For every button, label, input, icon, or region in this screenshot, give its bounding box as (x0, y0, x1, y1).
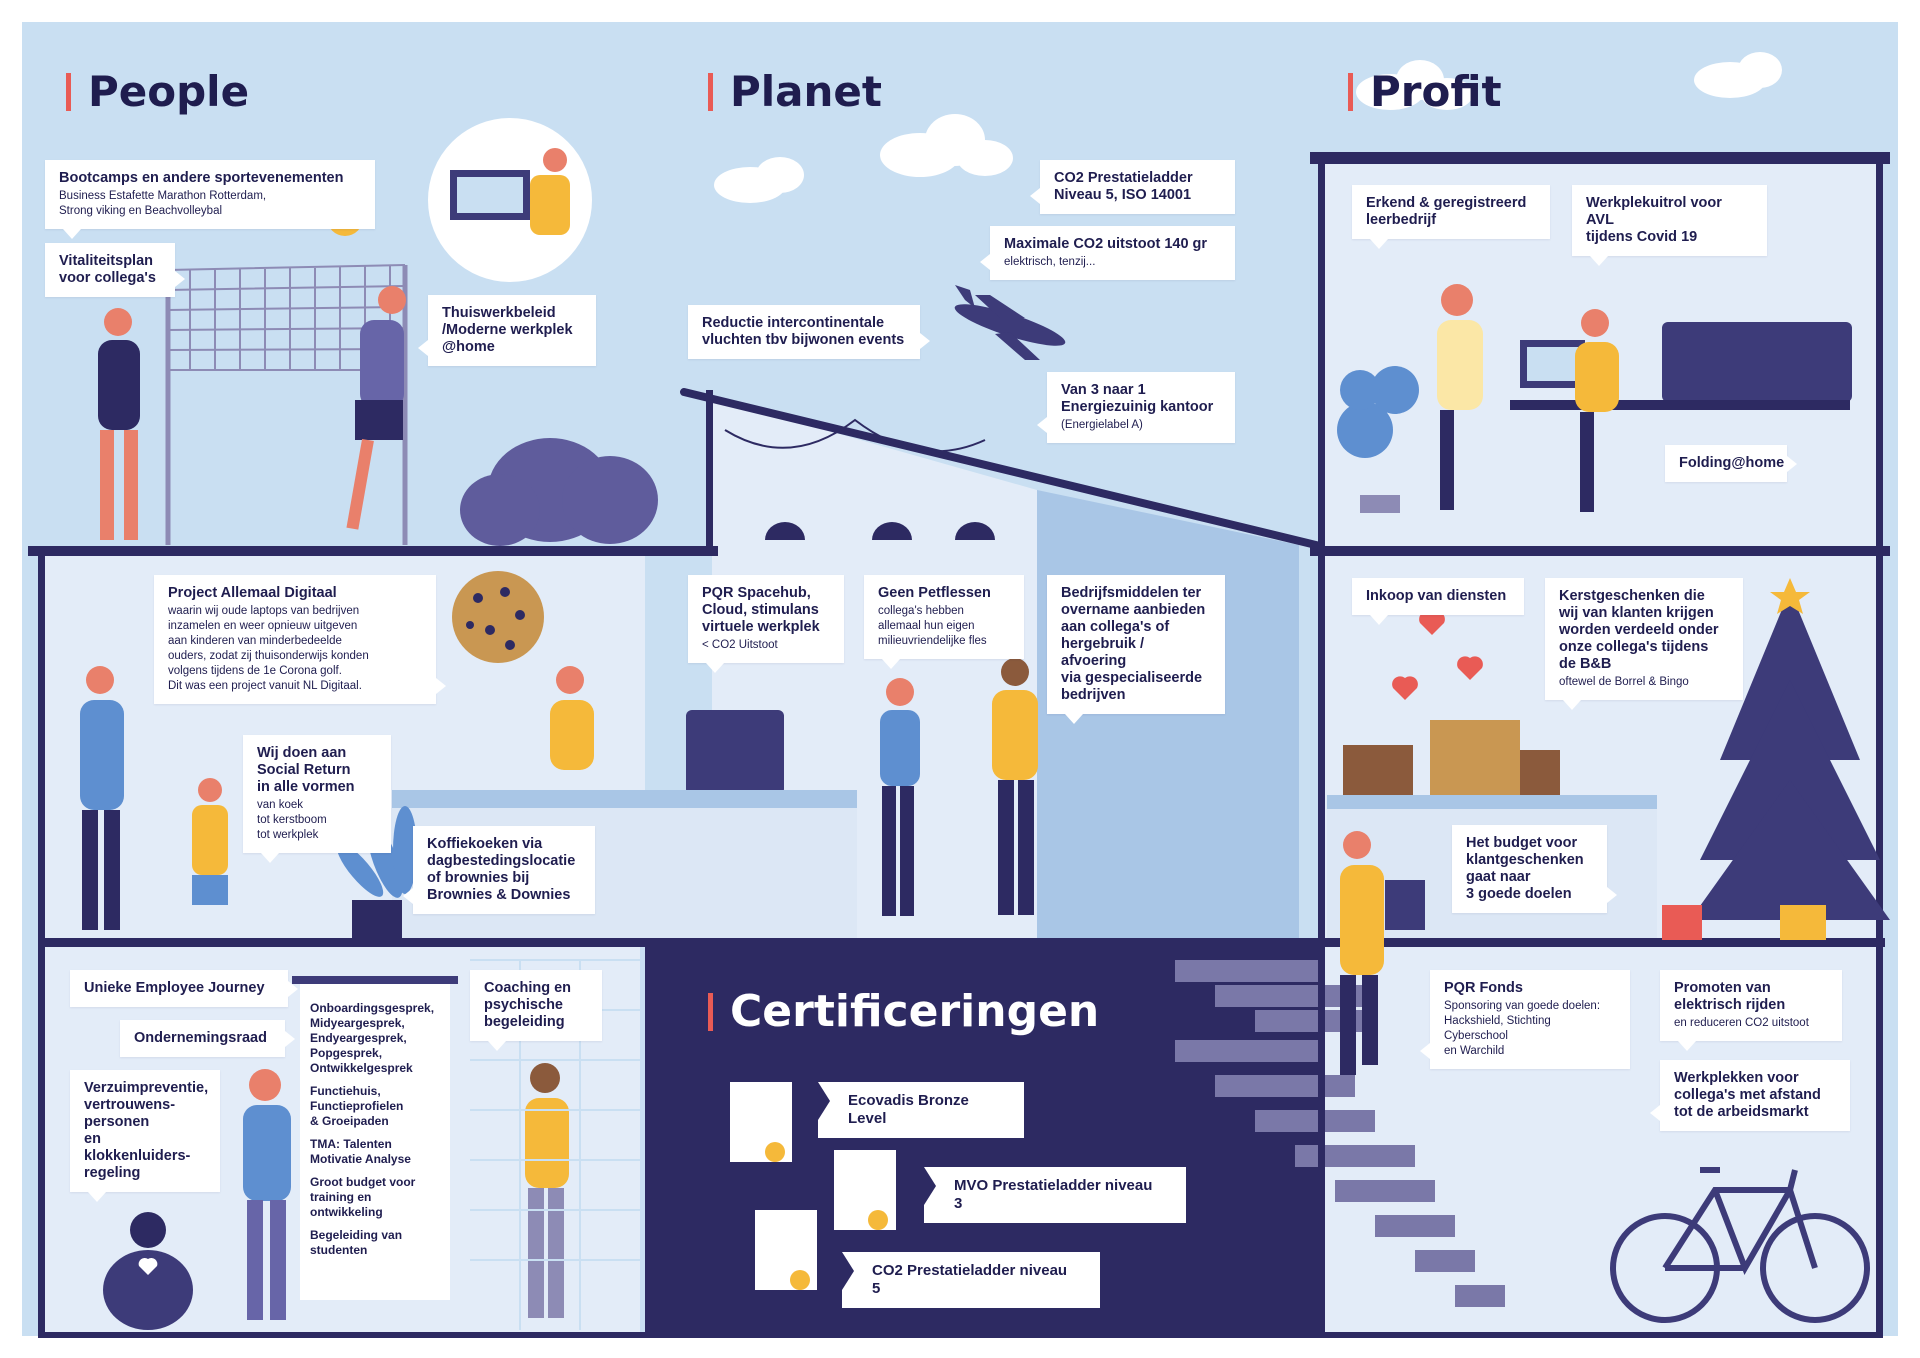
card-pqr-fonds: PQR Fonds Sponsoring van goede doelen: H… (1420, 970, 1630, 1069)
card-detail: Sponsoring van goede doelen: Hackshield,… (1444, 1000, 1601, 1057)
card-folding-home: Folding@home (1665, 445, 1797, 482)
airplane-icon (954, 285, 1066, 360)
card-inkoop-diensten: Inkoop van diensten (1352, 578, 1524, 625)
card-title: Vitaliteitsplan voor collega's (59, 253, 156, 286)
card-allemaal-digitaal: Project Allemaal Digitaal waarin wij oud… (154, 575, 446, 704)
card-maximale-co2: Maximale CO2 uitstoot 140 gr elektrisch,… (980, 226, 1235, 280)
card-title: Reductie intercontinentale vluchten tbv … (702, 315, 905, 348)
card-title: Werkplekuitrol voor AVL tijdens Covid 19 (1586, 195, 1722, 245)
certificate-icon (730, 1082, 896, 1290)
card-werkplekken-arbeidsmarkt: Werkplekken voor collega's met afstand t… (1650, 1060, 1850, 1131)
card-title: PQR Fonds (1444, 980, 1523, 996)
cert-mvo-prestatieladder: MVO Prestatieladder niveau 3 (924, 1167, 1186, 1223)
christmas-tree-icon (1690, 578, 1890, 920)
card-energiezuinig: Van 3 naar 1 Energiezuinig kantoor (Ener… (1037, 372, 1235, 443)
card-title: Maximale CO2 uitstoot 140 gr (1004, 236, 1208, 252)
card-bootcamps: Bootcamps en andere sportevenementen Bus… (45, 160, 375, 239)
card-title: Promoten van elektrisch rijden (1674, 980, 1786, 1013)
card-thuiswerkbeleid: Thuiswerkbeleid /Moderne werkplek @home (418, 295, 596, 366)
card-title: CO2 Prestatieladder Niveau 5, ISO 14001 (1054, 170, 1193, 203)
cookie-icon (452, 571, 544, 663)
card-title: PQR Spacehub, Cloud, stimulans virtuele … (702, 585, 820, 635)
card-title: Koffiekoeken via dagbestedingslocatie of… (427, 836, 576, 903)
card-reductie-vluchten: Reductie intercontinentale vluchten tbv … (688, 305, 930, 359)
card-title: Inkoop van diensten (1366, 588, 1507, 604)
card-title: Bedrijfsmiddelen ter overname aanbieden … (1061, 585, 1206, 703)
card-elektrisch-rijden: Promoten van elektrisch rijden en reduce… (1660, 970, 1842, 1051)
whiteboard-item: Onboardingsgesprek, Midyeargesprek, Endy… (310, 1001, 435, 1075)
card-title: Het budget voor klantgeschenken gaat naa… (1466, 835, 1584, 902)
card-ondernemingsraad: Ondernemingsraad (120, 1020, 295, 1057)
card-spacehub: PQR Spacehub, Cloud, stimulans virtuele … (688, 575, 844, 673)
card-detail: oftewel de Borrel & Bingo (1559, 676, 1689, 688)
card-title: Verzuimpreventie, vertrouwens- personen … (84, 1080, 209, 1181)
whiteboard-item: Functiehuis, Functieprofielen & Groeipad… (310, 1084, 404, 1128)
card-social-return: Wij doen aan Social Return in alle vorme… (243, 735, 391, 863)
cert-ecovadis: Ecovadis Bronze Level (818, 1082, 1024, 1138)
heart-icon (1392, 611, 1483, 700)
card-title: Ondernemingsraad (134, 1030, 267, 1046)
whiteboard-item: Begeleiding van studenten (310, 1228, 403, 1257)
heading-planet: Planet (708, 66, 882, 118)
card-vitaliteitsplan: Vitaliteitsplan voor collega's (45, 243, 185, 297)
card-detail: collega's hebben allemaal hun eigen mili… (878, 605, 987, 647)
card-detail: < CO2 Uitstoot (702, 639, 778, 651)
card-title: Thuiswerkbeleid /Moderne werkplek @home (442, 305, 573, 355)
card-erkend-leerbedrijf: Erkend & geregistreerd leerbedrijf (1352, 185, 1550, 249)
card-title: Werkplekken voor collega's met afstand t… (1674, 1070, 1821, 1120)
card-title: Wij doen aan Social Return in alle vorme… (257, 745, 355, 795)
card-kerstgeschenken: Kerstgeschenken die wij van klanten krij… (1545, 578, 1743, 710)
cert-co2-prestatieladder: CO2 Prestatieladder niveau 5 (842, 1252, 1100, 1308)
card-werkplekuitrol: Werkplekuitrol voor AVL tijdens Covid 19 (1572, 185, 1767, 266)
card-detail: Business Estafette Marathon Rotterdam, S… (59, 190, 267, 217)
whiteboard-item: TMA: Talenten Motivatie Analyse (310, 1137, 411, 1166)
whiteboard-item: Groot budget voor training en ontwikkeli… (310, 1175, 416, 1219)
card-title: Unieke Employee Journey (84, 980, 265, 996)
card-detail: en reduceren CO2 uitstoot (1674, 1017, 1809, 1029)
card-petflessen: Geen Petflessen collega's hebben allemaa… (864, 575, 1024, 669)
whiteboard-list: Onboardingsgesprek, Midyeargesprek, Endy… (302, 995, 448, 1264)
card-title: Project Allemaal Digitaal (168, 585, 337, 601)
heading-certificeringen: Certificeringen (708, 985, 1099, 1039)
card-co2-prestatieladder: CO2 Prestatieladder Niveau 5, ISO 14001 (1030, 160, 1235, 214)
card-employee-journey: Unieke Employee Journey (70, 970, 298, 1007)
card-title: Coaching en psychische begeleiding (484, 980, 572, 1030)
card-coaching: Coaching en psychische begeleiding (470, 970, 602, 1051)
heading-people: People (66, 66, 249, 118)
card-detail: van koek tot kerstboom tot werkplek (257, 799, 327, 841)
card-title: Geen Petflessen (878, 585, 991, 601)
volleyball-net (165, 260, 408, 545)
card-verzuimpreventie: Verzuimpreventie, vertrouwens- personen … (70, 1070, 220, 1202)
card-detail: (Energielabel A) (1061, 419, 1143, 431)
card-title: Erkend & geregistreerd leerbedrijf (1366, 195, 1527, 228)
card-title: Van 3 naar 1 Energiezuinig kantoor (1061, 382, 1214, 415)
card-title: Folding@home (1679, 455, 1785, 471)
card-bedrijfsmiddelen: Bedrijfsmiddelen ter overname aanbieden … (1047, 575, 1225, 724)
card-title: Kerstgeschenken die wij van klanten krij… (1559, 588, 1719, 672)
card-title: Bootcamps en andere sportevenementen (59, 170, 344, 186)
bicycle-icon (1610, 1167, 1870, 1323)
figure-people (98, 286, 406, 540)
card-koffiekoeken: Koffiekoeken via dagbestedingslocatie of… (403, 826, 595, 914)
heading-profit: Profit (1348, 66, 1502, 118)
card-budget-goede-doelen: Het budget voor klantgeschenken gaat naa… (1452, 825, 1617, 913)
card-detail: waarin wij oude laptops van bedrijven in… (168, 605, 369, 692)
card-detail: elektrisch, tenzij... (1004, 256, 1096, 268)
